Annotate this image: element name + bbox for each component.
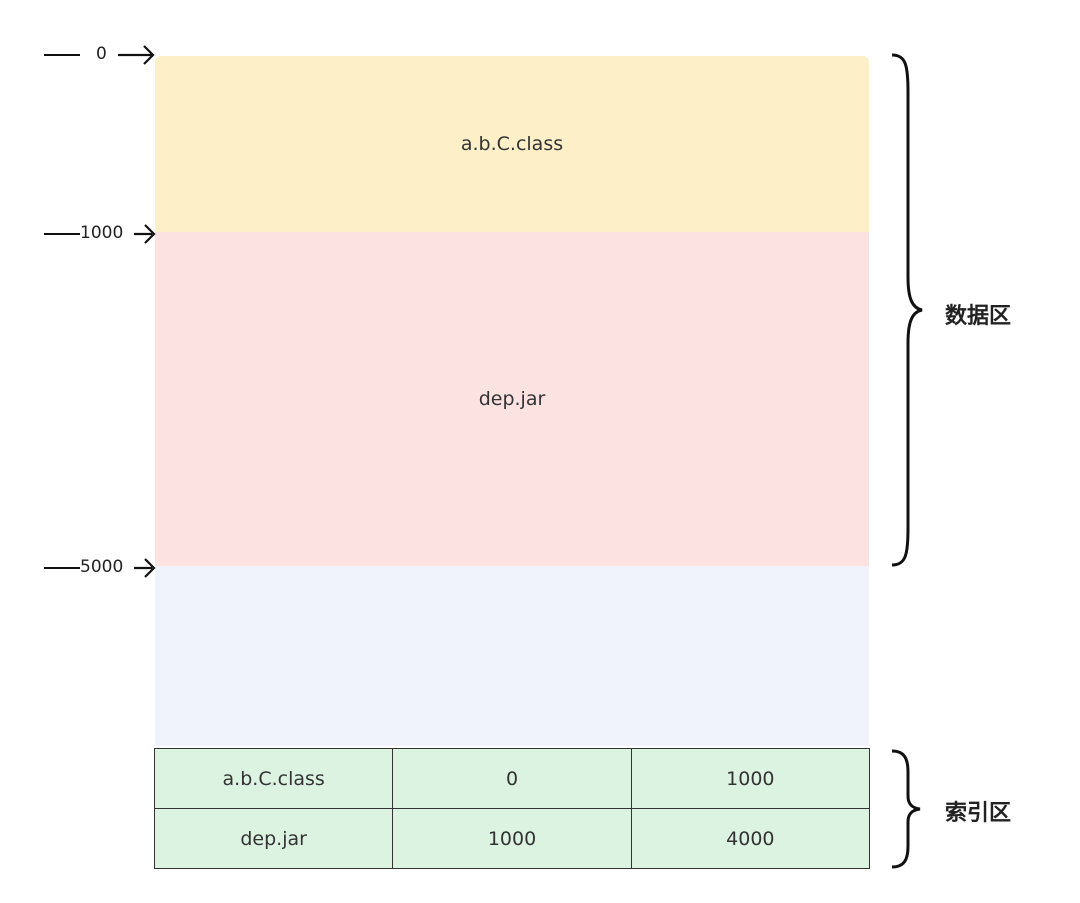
offset-marker-1000: 1000 xyxy=(40,221,156,247)
index-region-label: 索引区 xyxy=(945,801,1012,826)
offset-marker-line xyxy=(44,233,80,235)
table-row: dep.jar 1000 4000 xyxy=(153,808,871,869)
data-block-class: a.b.C.class xyxy=(155,56,869,232)
index-cell-offset: 1000 xyxy=(392,808,632,869)
data-region-label: 数据区 xyxy=(945,304,1012,329)
data-block-free xyxy=(155,566,869,746)
offset-marker-5000: 5000 xyxy=(40,555,156,581)
offset-marker-line xyxy=(44,54,80,56)
data-block-jar: dep.jar xyxy=(155,232,869,566)
offset-label-5000: 5000 xyxy=(80,557,124,577)
index-cell-length: 1000 xyxy=(630,748,871,809)
index-cell-name: a.b.C.class xyxy=(153,748,394,809)
offset-label-1000: 1000 xyxy=(80,223,124,243)
index-cell-name: dep.jar xyxy=(153,808,394,869)
table-row: a.b.C.class 0 1000 xyxy=(153,748,871,809)
index-cell-offset: 0 xyxy=(392,748,632,809)
index-region-brace-icon xyxy=(891,749,921,869)
offset-marker-0: 0 xyxy=(40,42,155,68)
offset-marker-line xyxy=(44,567,80,569)
data-block-jar-label: dep.jar xyxy=(478,388,546,410)
data-block-class-label: a.b.C.class xyxy=(460,133,564,155)
arrow-right-icon xyxy=(134,224,156,244)
arrow-right-icon xyxy=(118,45,155,65)
index-cell-length: 4000 xyxy=(630,808,871,869)
index-table: a.b.C.class 0 1000 dep.jar 1000 4000 xyxy=(153,748,871,869)
arrow-right-icon xyxy=(134,558,156,578)
data-region-brace-icon xyxy=(891,53,923,567)
offset-label-0: 0 xyxy=(96,44,107,64)
